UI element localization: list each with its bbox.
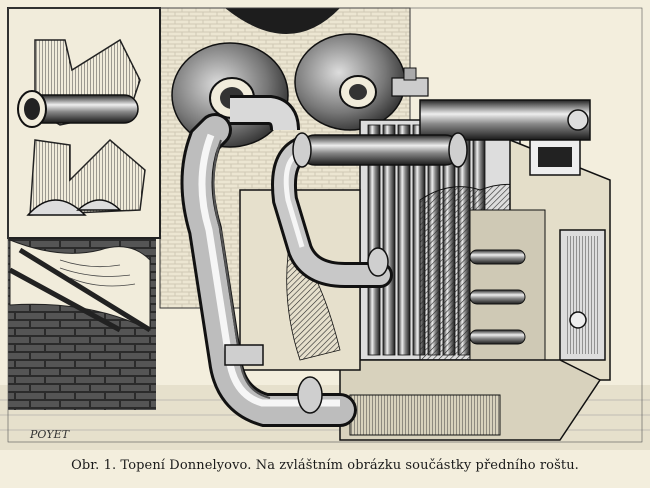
engraving-illustration: POYET: [0, 7, 650, 450]
figure-caption: Obr. 1. Topení Donnelyovo. Na zvláštním …: [71, 458, 579, 473]
engraver-signature: POYET: [29, 428, 71, 441]
